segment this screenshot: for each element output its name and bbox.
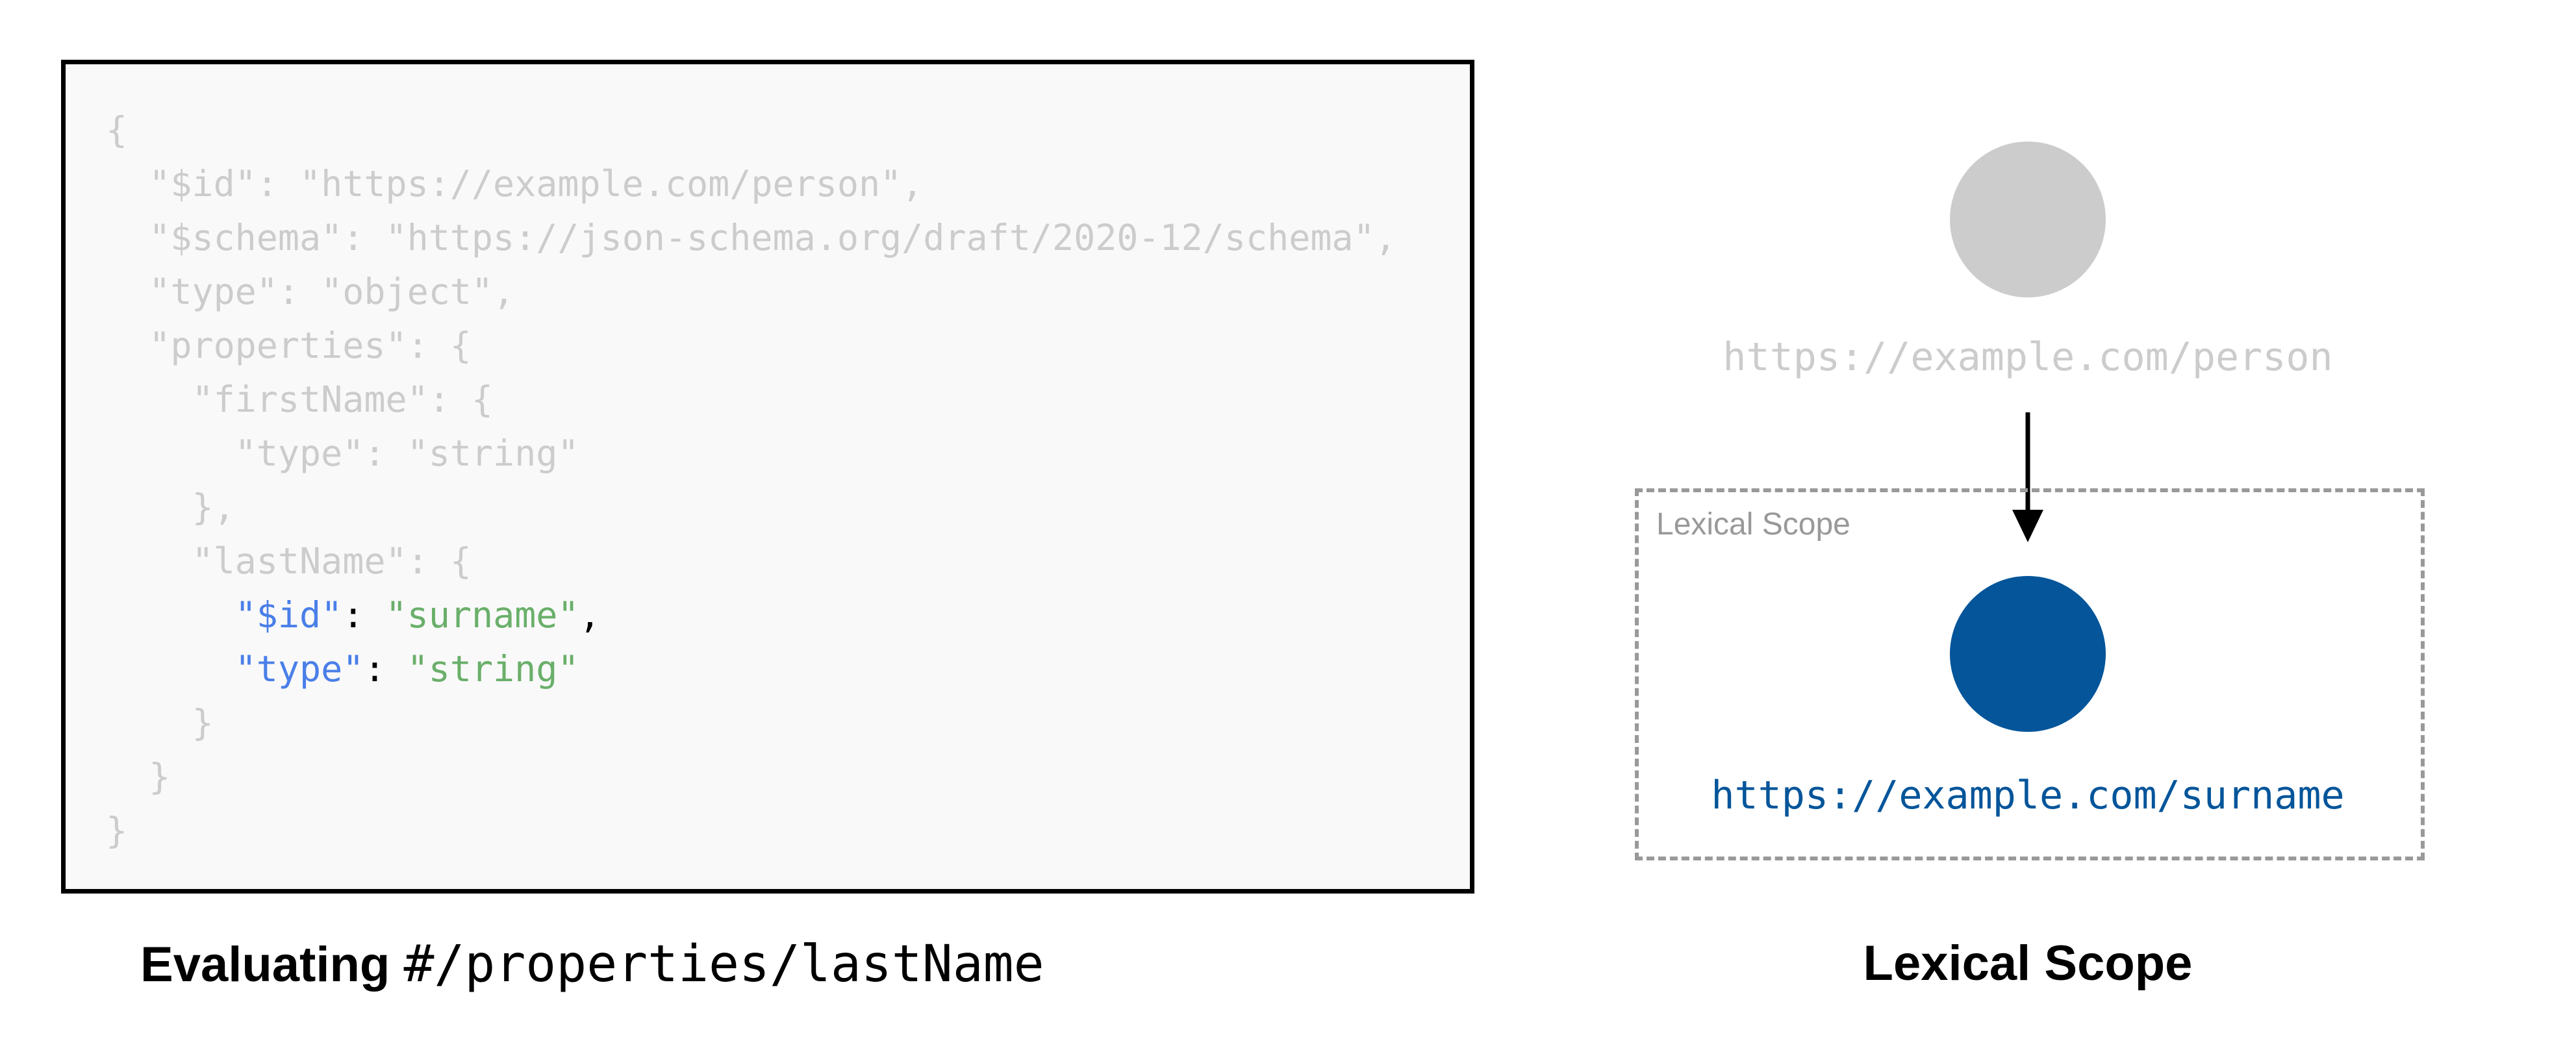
- code-token: "type": "object",: [106, 271, 515, 312]
- code-token: :: [342, 594, 386, 636]
- code-token: "properties": {: [106, 325, 472, 366]
- code-line: "type": "string": [106, 427, 1396, 481]
- code-line: "type": "object",: [106, 265, 1396, 319]
- code-line: }: [106, 750, 1396, 804]
- code-token: {: [106, 109, 128, 151]
- parent-uri: https://example.com/person: [1723, 334, 2333, 380]
- child-uri: https://example.com/surname: [1711, 773, 2345, 818]
- code-token: },: [106, 486, 235, 528]
- code-token: "string": [407, 648, 579, 690]
- lexical-scope-box: [1635, 488, 2425, 860]
- code-token: "type": "string": [106, 432, 579, 474]
- code-line: {: [106, 103, 1396, 157]
- code-token: [106, 594, 235, 636]
- evaluating-caption: Evaluating #/properties/lastName: [140, 935, 1044, 994]
- code-token: }: [106, 756, 171, 797]
- code-token: "type": [234, 648, 364, 690]
- json-schema-code: { "$id": "https://example.com/person", "…: [106, 103, 1396, 858]
- code-line: }: [106, 696, 1396, 750]
- code-token: "firstName": {: [106, 379, 494, 420]
- code-line: "$schema": "https://json-schema.org/draf…: [106, 211, 1396, 265]
- caption-pointer: #/properties/lastName: [403, 935, 1044, 994]
- code-line: },: [106, 481, 1396, 534]
- code-token: [106, 648, 235, 690]
- code-token: :: [364, 648, 407, 690]
- diagram-title: Lexical Scope: [1863, 936, 2193, 991]
- code-token: "lastName": {: [106, 540, 472, 582]
- child-node: [1950, 576, 2106, 732]
- code-token: ,: [579, 594, 601, 636]
- code-token: "$id": [234, 594, 343, 636]
- code-token: "surname": [385, 594, 579, 636]
- code-token: "$id": "https://example.com/person",: [106, 163, 924, 205]
- code-line: "lastName": {: [106, 534, 1396, 588]
- caption-label: Evaluating: [140, 937, 390, 992]
- code-token: }: [106, 810, 128, 851]
- code-line: "$id": "surname",: [106, 588, 1396, 642]
- code-line: }: [106, 804, 1396, 858]
- parent-node: [1950, 142, 2106, 297]
- code-line: "type": "string": [106, 642, 1396, 696]
- arrow-down-icon: [2012, 412, 2043, 542]
- code-token: "$schema": "https://json-schema.org/draf…: [106, 217, 1396, 258]
- code-panel: { "$id": "https://example.com/person", "…: [61, 60, 1474, 894]
- code-line: "$id": "https://example.com/person",: [106, 157, 1396, 211]
- code-token: }: [106, 702, 214, 744]
- code-line: "properties": {: [106, 319, 1396, 373]
- code-line: "firstName": {: [106, 373, 1396, 427]
- scope-label: Lexical Scope: [1656, 507, 1850, 542]
